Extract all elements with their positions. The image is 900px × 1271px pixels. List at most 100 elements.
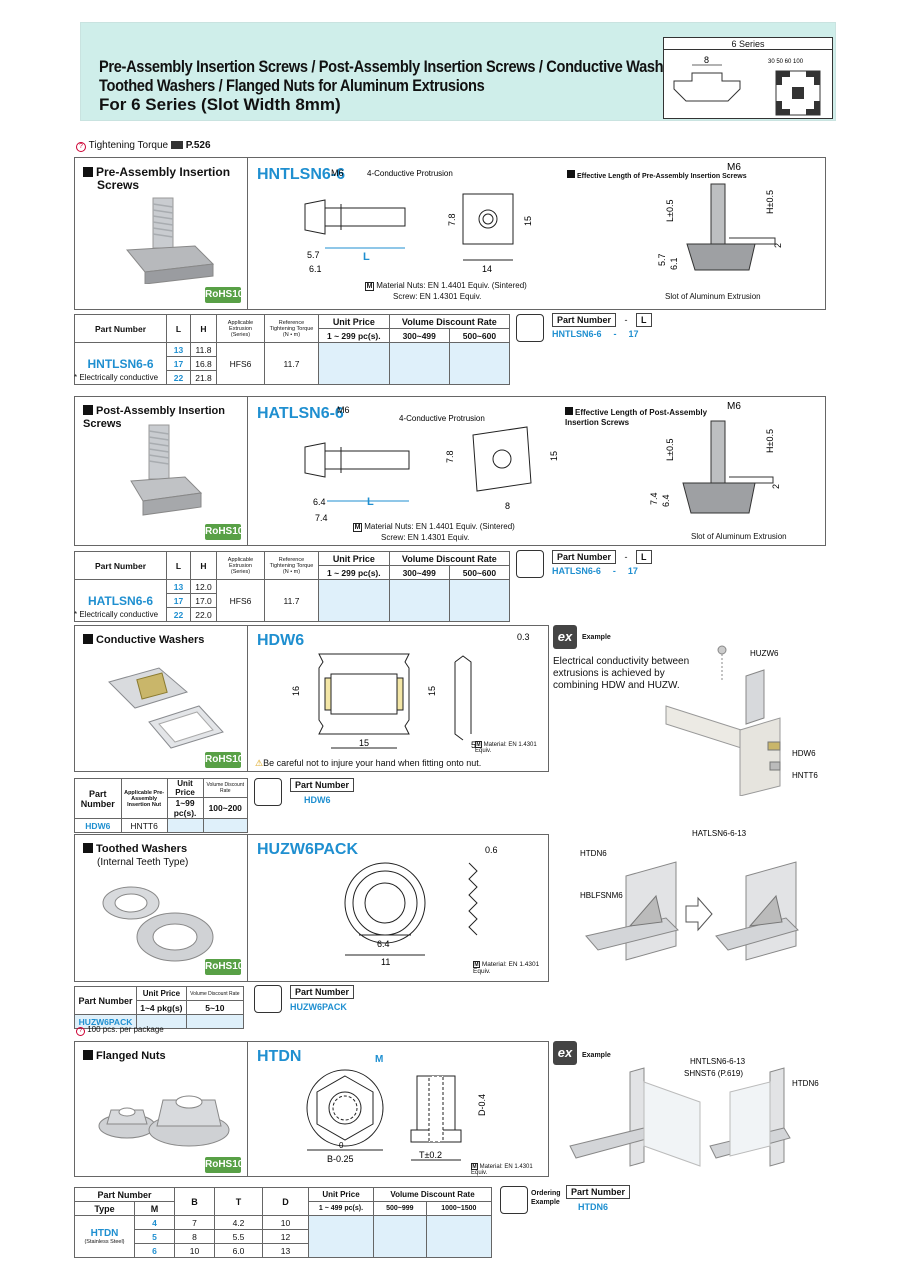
section-conductive-washers: Conductive Washers RoHS10 HDW6 0.3 16 15…	[74, 625, 549, 772]
svg-text:HNTT6: HNTT6	[792, 771, 818, 780]
hatlsn-dimension-drawing: M6 4-Conductive Protrusion L 6.4 7.4 7.8…	[304, 405, 559, 523]
effective-length-drawing: M6 L±0.5 H±0.5 2 7.4 6.4	[649, 401, 781, 514]
product-photo-panel: Conductive Washers RoHS10	[75, 626, 248, 771]
rohs-badge: RoHS10	[205, 1157, 243, 1173]
product-photo-panel: Post-Assembly Insertion Screws RoHS10	[75, 397, 248, 545]
footnote: * Electrically conductive	[74, 373, 159, 382]
washer-photo	[108, 667, 224, 749]
series-diagram: 6 Series 8 30 50 60 100	[663, 37, 833, 119]
svg-text:4-Conductive Protrusion: 4-Conductive Protrusion	[367, 169, 453, 178]
price-table-hdw: Part Number Applicable Pre-Assembly Inse…	[74, 778, 248, 833]
part-number-title: HUZW6PACK	[257, 841, 359, 858]
screw-photo	[125, 197, 215, 284]
section-title: Post-Assembly Insertion Screws	[83, 405, 225, 430]
series-label: 6 Series	[664, 38, 832, 50]
section-toothed-washers: Toothed Washers(Internal Teeth Type) RoH…	[74, 834, 549, 982]
ordering-example-icon	[516, 550, 544, 578]
price-table-hntlsn: Part Number L H Applicable Extrusion (Se…	[74, 314, 511, 385]
page-header: Pre-Assembly Insertion Screws / Post-Ass…	[80, 22, 836, 121]
warning-icon: ⚠	[255, 758, 264, 768]
rohs-badge: RoHS10	[205, 959, 243, 975]
example-assembly-image: HUZW6 HDW6 HNTT6	[665, 645, 818, 796]
svg-text:5: 5	[471, 740, 476, 750]
washer-photo	[102, 886, 214, 962]
section-title: Conductive Washers	[83, 634, 204, 647]
ordering-example-icon	[254, 985, 282, 1013]
page-ref-icon	[170, 141, 183, 149]
svg-text:30 50 60 100: 30 50 60 100	[768, 59, 804, 65]
ordering-example: Part Number HUZW6PACK	[290, 985, 355, 1012]
rohs-badge: RoHS10	[205, 524, 243, 540]
ordering-example: Part Number HDW6	[290, 778, 355, 805]
ordering-example-icon	[254, 778, 282, 806]
material-note: M Material Nuts: EN 1.4401 Equiv. (Sinte…	[365, 281, 527, 301]
svg-text:0: 0	[339, 1141, 344, 1150]
svg-text:11: 11	[381, 957, 390, 967]
info-icon: ?	[76, 1027, 85, 1036]
svg-text:M: M	[375, 1054, 383, 1065]
hdw-dimension-drawing: 0.3 16 15 15 5	[291, 632, 530, 750]
section-title: Flanged Nuts	[83, 1050, 166, 1063]
example-assembly-image: HNTLSN6-6-13 SHNST6 (P.619) HTDN6	[569, 1057, 819, 1167]
hntlsn-dimension-drawing: M6 4-Conductive Protrusion L 5.7 6.1 7.8…	[304, 168, 533, 274]
svg-text:0.3: 0.3	[517, 632, 530, 642]
svg-text:L±0.5: L±0.5	[665, 200, 675, 222]
svg-text:HTDN6: HTDN6	[580, 849, 607, 858]
page-subtitle: For 6 Series (Slot Width 8mm)	[99, 95, 341, 114]
svg-text:7.4: 7.4	[649, 492, 659, 505]
svg-text:7.8: 7.8	[445, 450, 455, 463]
svg-text:SHNST6 (P.619): SHNST6 (P.619)	[684, 1069, 743, 1078]
info-icon: ?	[76, 142, 86, 152]
assembly-image: HATLSN6-6-13 HTDN6 HBLFSNM6	[580, 829, 799, 961]
material-note: M Material: EN 1.4301 Equiv.	[475, 741, 537, 754]
section-title: Toothed Washers(Internal Teeth Type)	[83, 843, 188, 869]
svg-text:4-Conductive Protrusion: 4-Conductive Protrusion	[399, 414, 485, 423]
slot-profile-drawing: 8 30 50 60 100	[673, 55, 821, 116]
screw-photo	[130, 424, 203, 516]
svg-text:HBLFSNM6: HBLFSNM6	[580, 891, 623, 900]
svg-text:H±0.5: H±0.5	[765, 190, 775, 214]
svg-text:6.4: 6.4	[661, 494, 671, 507]
ordering-example-icon	[516, 314, 544, 342]
svg-text:6.1: 6.1	[669, 257, 679, 270]
svg-text:HDW6: HDW6	[792, 749, 816, 758]
svg-text:2: 2	[771, 484, 781, 489]
part-number-title: HNTLSN6-6	[257, 166, 346, 183]
part-number-title: HTDN	[257, 1048, 302, 1065]
material-note: M Material: EN 1.4301 Equiv.	[473, 961, 540, 975]
svg-text:HTDN6: HTDN6	[792, 1079, 819, 1088]
svg-text:D-0.4: D-0.4	[477, 1094, 487, 1116]
footnote: * Electrically conductive	[74, 610, 159, 619]
svg-text:L: L	[363, 251, 370, 263]
svg-text:14: 14	[482, 264, 492, 274]
nut-photo	[98, 1095, 230, 1147]
svg-text:15: 15	[427, 686, 437, 696]
caution-note: ⚠Be careful not to injure your hand when…	[255, 758, 482, 768]
slot-caption: Slot of Aluminum Extrusion	[691, 532, 787, 541]
section-flanged-nuts: Flanged Nuts RoHS10 HTDN M 0 B-0.25 D-0.…	[74, 1041, 549, 1177]
svg-text:8: 8	[505, 501, 510, 511]
example-label: Example	[582, 1052, 611, 1059]
svg-text:M6: M6	[727, 401, 741, 412]
svg-text:6.4: 6.4	[313, 497, 326, 507]
svg-text:16: 16	[291, 686, 301, 696]
torque-page-link[interactable]: P.526	[185, 140, 211, 151]
svg-text:B-0.25: B-0.25	[327, 1154, 354, 1164]
svg-text:L: L	[367, 496, 374, 508]
part-number-title: HATLSN6-6	[257, 405, 344, 422]
svg-text:M6: M6	[337, 405, 350, 415]
effective-length-title: Effective Length of Pre-Assembly Inserti…	[567, 170, 747, 180]
price-table-htdn: Part Number B T D Unit Price Volume Disc…	[74, 1187, 493, 1258]
svg-text:2: 2	[773, 243, 783, 248]
